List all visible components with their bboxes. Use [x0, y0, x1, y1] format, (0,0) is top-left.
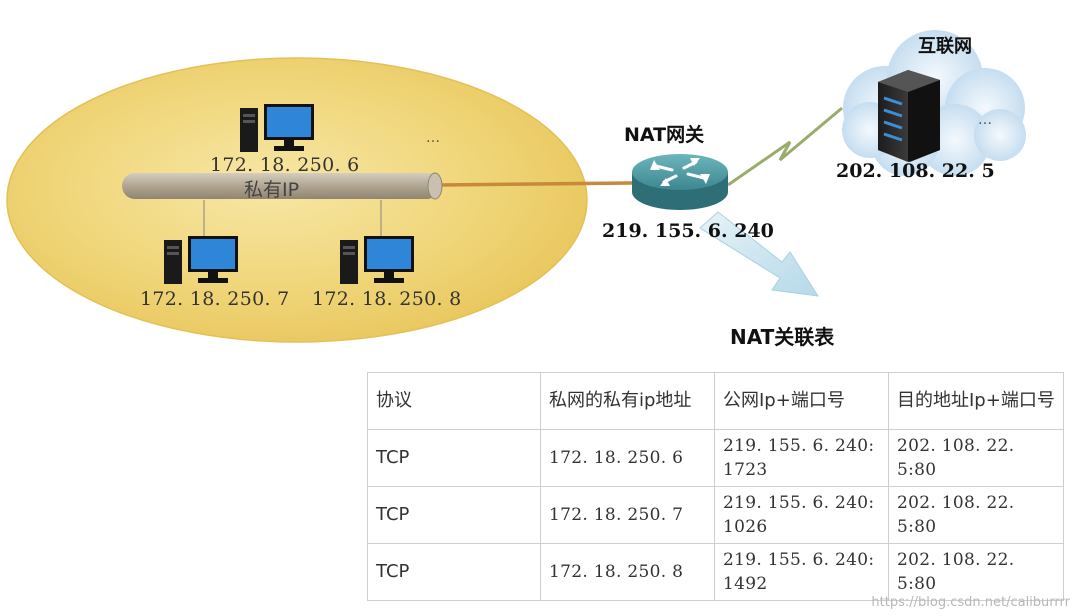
table-header-row: 协议 私网的私有ip地址 公网Ip+端口号 目的地址Ip+端口号 — [367, 372, 1064, 430]
lan-ellipsis: … — [426, 130, 440, 146]
lan-bus — [122, 172, 443, 200]
gateway-ip-label: 219. 155. 6. 240 — [602, 220, 774, 242]
lan-label: 私有IP — [244, 179, 300, 201]
host-ip-label: 172. 18. 250. 6 — [210, 154, 360, 176]
table-cell: 202. 108. 22. 5:80 — [888, 543, 1064, 601]
table-cell: 172. 18. 250. 6 — [540, 429, 715, 487]
table-row: TCP 172. 18. 250. 7 219. 155. 6. 240: 10… — [367, 486, 1064, 544]
gateway-title: NAT网关 — [624, 124, 705, 146]
flow-arrow — [699, 211, 819, 297]
private-network-area — [6, 57, 588, 343]
table-header-cell: 协议 — [367, 372, 541, 430]
table-cell: 219. 155. 6. 240: 1723 — [714, 429, 889, 487]
wan-link — [727, 106, 843, 187]
table-header-cell: 公网Ip+端口号 — [714, 372, 889, 430]
table-row: TCP 172. 18. 250. 6 219. 155. 6. 240: 17… — [367, 429, 1064, 487]
table-cell: 172. 18. 250. 8 — [540, 543, 715, 601]
table-cell: 202. 108. 22. 5:80 — [888, 486, 1064, 544]
lan-router-link — [439, 181, 633, 187]
table-cell: TCP — [367, 486, 541, 544]
table-cell: 202. 108. 22. 5:80 — [888, 429, 1064, 487]
host-ip-label: 172. 18. 250. 7 — [140, 288, 290, 310]
table-row: TCP 172. 18. 250. 8 219. 155. 6. 240: 14… — [367, 543, 1064, 601]
table-header-cell: 目的地址Ip+端口号 — [888, 372, 1064, 430]
computer-icon — [164, 236, 240, 290]
table-cell: TCP — [367, 429, 541, 487]
server-ip-label: 202. 108. 22. 5 — [836, 160, 995, 182]
nat-table-title: NAT关联表 — [730, 325, 835, 349]
server-icon — [878, 70, 940, 162]
computer-icon — [340, 236, 416, 290]
router-icon — [632, 154, 728, 210]
nat-table: 协议 私网的私有ip地址 公网Ip+端口号 目的地址Ip+端口号 TCP 172… — [367, 372, 1064, 601]
table-cell: TCP — [367, 543, 541, 601]
internet-ellipsis: … — [978, 112, 992, 128]
computer-icon — [240, 104, 316, 158]
internet-title: 互联网 — [918, 36, 972, 57]
table-cell: 219. 155. 6. 240: 1026 — [714, 486, 889, 544]
host-ip-label: 172. 18. 250. 8 — [312, 288, 462, 310]
table-cell: 172. 18. 250. 7 — [540, 486, 715, 544]
table-cell: 219. 155. 6. 240: 1492 — [714, 543, 889, 601]
table-header-cell: 私网的私有ip地址 — [540, 372, 715, 430]
watermark: https://blog.csdn.net/caliburrrr — [871, 595, 1070, 610]
